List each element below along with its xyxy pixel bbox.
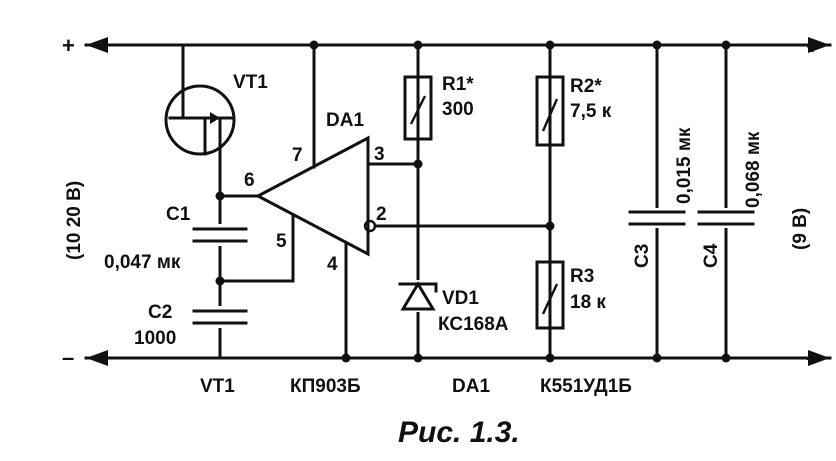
c4-label: C4 (701, 243, 722, 268)
c4-value: 0,068 мк (743, 131, 764, 208)
input-voltage-label: (10 20 В) (64, 181, 85, 260)
capacitor-c2 (192, 306, 248, 328)
negative-rail-arrow-left (86, 350, 108, 366)
part-da1-type: К551УД1Б (540, 376, 632, 397)
rail-minus-left: – (62, 345, 74, 370)
da1-pin5: 5 (276, 231, 287, 252)
node-pin7-rail (309, 40, 319, 50)
r3-value: 18 к (570, 292, 606, 313)
opamp-da1 (218, 43, 552, 360)
c2-value: 1000 (134, 328, 176, 349)
vt1-label: VT1 (233, 72, 268, 93)
r1-value: 300 (442, 99, 474, 120)
capacitor-c3 (628, 43, 686, 360)
da1-pin2: 2 (376, 204, 387, 225)
resistor-r2 (535, 75, 565, 147)
negative-rail-arrow-right (808, 350, 830, 366)
c3-value: 0,015 мк (674, 127, 695, 204)
vd1-value: КС168А (438, 314, 509, 335)
node-divider (545, 221, 555, 231)
positive-rail-arrow-left (86, 37, 108, 53)
negative-rail (84, 350, 832, 366)
figure-caption: Рис. 1.3. (398, 416, 520, 449)
vd1-label: VD1 (442, 288, 479, 309)
zener-vd1 (398, 280, 438, 312)
transistor-vt1 (164, 43, 236, 198)
output-voltage-label: (9 В) (790, 208, 811, 250)
r1-label: R1* (442, 74, 474, 95)
c1-label: C1 (166, 204, 191, 225)
r2-label: R2* (570, 76, 602, 97)
da1-pin4: 4 (327, 254, 338, 275)
part-vt1-type: КП903Б (290, 376, 361, 397)
resistor-r3 (535, 260, 565, 330)
c3-label: C3 (632, 244, 653, 268)
da1-pin3: 3 (374, 144, 385, 165)
node-r1-output (413, 159, 423, 169)
part-da1-name: DA1 (452, 376, 490, 397)
part-vt1-name: VT1 (200, 376, 235, 397)
positive-rail (84, 37, 832, 53)
rail-plus-right: + (806, 34, 819, 59)
rail-minus-right: – (806, 345, 818, 370)
rail-plus-left: + (62, 33, 75, 58)
r3-label: R3 (570, 266, 594, 287)
da1-label: DA1 (326, 110, 364, 131)
r2-value: 7,5 к (570, 101, 612, 122)
node-pin4-rail (341, 353, 351, 363)
c1-value: 0,047 мк (104, 252, 181, 273)
c2-label: C2 (148, 302, 172, 323)
positive-rail-arrow-right (808, 37, 830, 53)
da1-pin7: 7 (292, 145, 303, 166)
da1-pin6: 6 (244, 170, 255, 191)
capacitor-c1 (192, 224, 248, 246)
capacitor-c4 (697, 43, 755, 360)
